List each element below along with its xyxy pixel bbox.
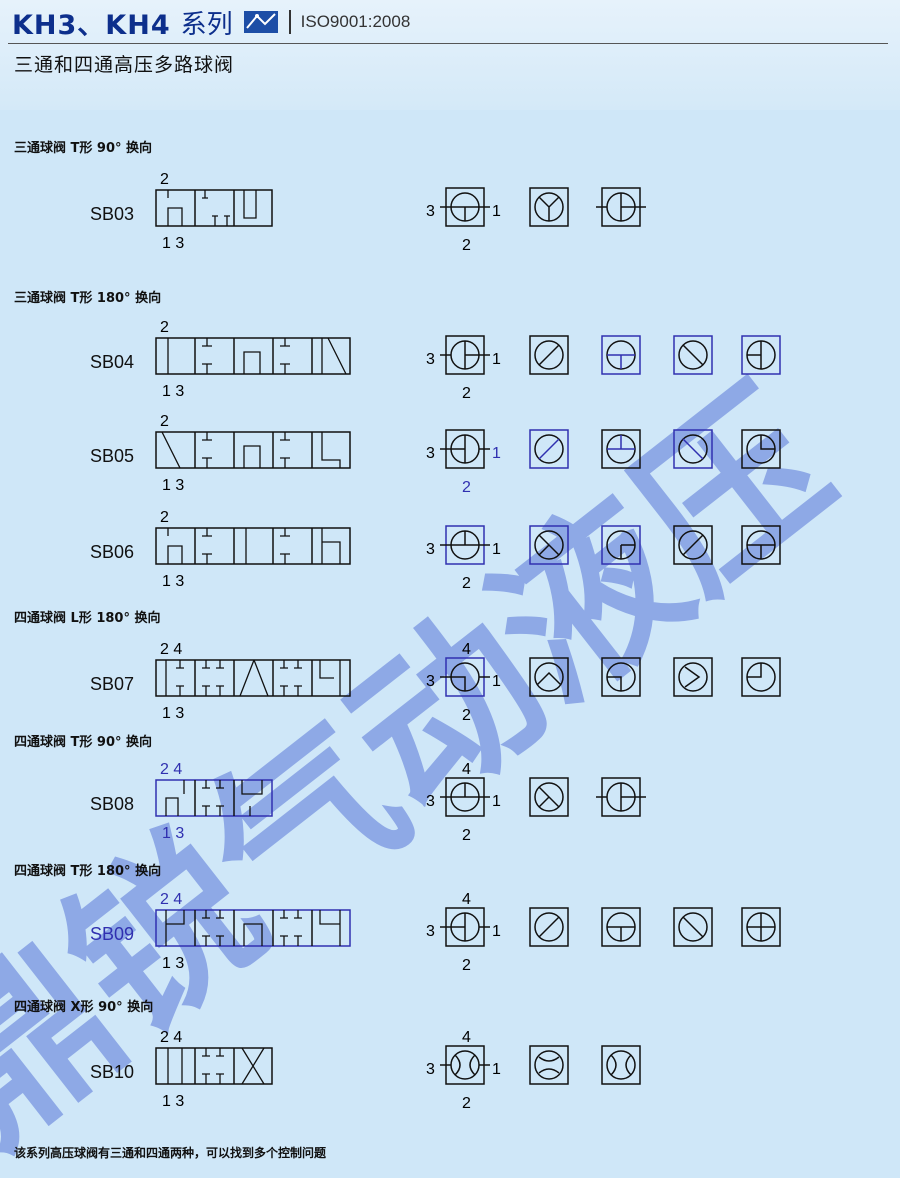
iso-certification: ISO9001:2008 [300,12,411,31]
port-diagrams: 3 1 2 [426,525,781,592]
valve-symbol: 2 1 3 [155,171,273,252]
page-title: KH3、KH4 [12,9,171,41]
port-diagrams: 3 1 2 [426,429,781,496]
valve-row-sb03: SB03 2 1 3 3 1 2 [0,168,900,263]
symbol-top-label: 2 4 [160,1029,182,1046]
section-heading-3way-t90: 三通球阀 T形 90° 换向 [14,141,153,156]
symbol-top-label: 2 [160,319,169,336]
iso-logo-icon [243,11,278,33]
symbol-top-label: 2 [160,171,169,188]
left-port-label: 3 [426,793,435,810]
valve-row-sb06: SB06 2 1 3 3 1 2 [0,506,900,601]
top-port-label: 4 [462,1029,471,1046]
valve-symbol: 2 4 1 3 [155,761,273,842]
port-diagrams: 3 1 2 [426,187,646,254]
section-heading-4way-t90: 四通球阀 T形 90° 换向 [14,735,153,750]
section-heading-4way-t180: 四通球阀 T形 180° 换向 [14,864,162,879]
right-port-label: 1 [492,793,501,810]
valve-row-sb05: SB05 2 1 3 3 1 2 [0,410,900,505]
valve-code: SB07 [90,674,135,694]
symbol-bottom-label: 1 3 [162,383,184,400]
symbol-bottom-label: 1 3 [162,705,184,722]
right-port-label: 1 [492,445,501,462]
valve-row-sb09: SB09 2 4 1 3 4 3 1 2 [0,888,900,983]
title-bar: KH3、KH4 系列 ISO9001:2008 [12,2,410,42]
left-port-label: 3 [426,923,435,940]
port-diagrams: 4 3 1 2 [426,1029,641,1112]
port-diagrams: 4 3 1 2 [426,891,781,974]
valve-row-sb08: SB08 2 4 1 3 4 3 1 2 [0,758,900,853]
section-heading-4way-x90: 四通球阀 X形 90° 换向 [14,1000,154,1015]
right-port-label: 1 [492,351,501,368]
valve-code: SB09 [90,924,135,944]
right-port-label: 1 [492,1061,501,1078]
valve-code: SB04 [90,352,135,372]
bottom-port-label: 2 [462,1095,471,1112]
symbol-top-label: 2 [160,413,169,430]
top-port-label: 4 [462,761,471,778]
section-heading-4way-l180: 四通球阀 L形 180° 换向 [14,611,161,626]
bottom-port-label: 2 [462,707,471,724]
valve-code: SB06 [90,542,135,562]
header-background [0,0,900,110]
symbol-bottom-label: 1 3 [162,825,184,842]
valve-code: SB10 [90,1062,135,1082]
symbol-top-label: 2 4 [160,641,182,658]
left-port-label: 3 [426,351,435,368]
valve-symbol: 2 4 1 3 [155,1029,273,1110]
left-port-label: 3 [426,445,435,462]
port-diagrams: 3 1 2 [426,335,781,402]
symbol-bottom-label: 1 3 [162,1093,184,1110]
symbol-bottom-label: 1 3 [162,955,184,972]
valve-symbol: 2 1 3 [155,319,351,400]
right-port-label: 1 [492,673,501,690]
valve-symbol: 2 4 1 3 [155,641,351,722]
port-diagrams: 4 3 1 2 [426,641,781,724]
symbol-top-label: 2 [160,509,169,526]
left-port-label: 3 [426,673,435,690]
valve-symbol: 2 1 3 [155,413,351,494]
bottom-port-label: 2 [462,479,471,496]
symbol-bottom-label: 1 3 [162,235,184,252]
port-diagrams: 4 3 1 2 [426,761,646,844]
top-port-label: 4 [462,641,471,658]
section-heading-3way-t180: 三通球阀 T形 180° 换向 [14,291,162,306]
right-port-label: 1 [492,541,501,558]
footer-note: 该系列高压球阀有三通和四通两种，可以找到多个控制问题 [14,1146,327,1160]
valve-symbol: 2 1 3 [155,509,351,590]
bottom-port-label: 2 [462,957,471,974]
bottom-port-label: 2 [462,385,471,402]
bottom-port-label: 2 [462,827,471,844]
symbol-top-label: 2 4 [160,891,182,908]
valve-row-sb07: SB07 2 4 1 3 4 3 1 2 [0,638,900,733]
symbol-top-label: 2 4 [160,761,182,778]
valve-code: SB05 [90,446,135,466]
valve-symbol: 2 4 1 3 [155,891,351,972]
symbol-bottom-label: 1 3 [162,477,184,494]
bottom-port-label: 2 [462,575,471,592]
valve-row-sb10: SB10 2 4 1 3 4 3 1 2 [0,1026,900,1121]
iso-separator [288,10,291,34]
top-port-label: 4 [462,891,471,908]
left-port-label: 3 [426,203,435,220]
valve-code: SB08 [90,794,135,814]
valve-row-sb04: SB04 2 1 3 3 1 2 [0,316,900,411]
right-port-label: 1 [492,923,501,940]
page-subtitle: 三通和四通高压多路球阀 [14,54,235,76]
valve-code: SB03 [90,204,135,224]
left-port-label: 3 [426,541,435,558]
page-title-suffix: 系列 [180,9,233,40]
right-port-label: 1 [492,203,501,220]
left-port-label: 3 [426,1061,435,1078]
symbol-bottom-label: 1 3 [162,573,184,590]
header-divider [8,43,888,44]
bottom-port-label: 2 [462,237,471,254]
